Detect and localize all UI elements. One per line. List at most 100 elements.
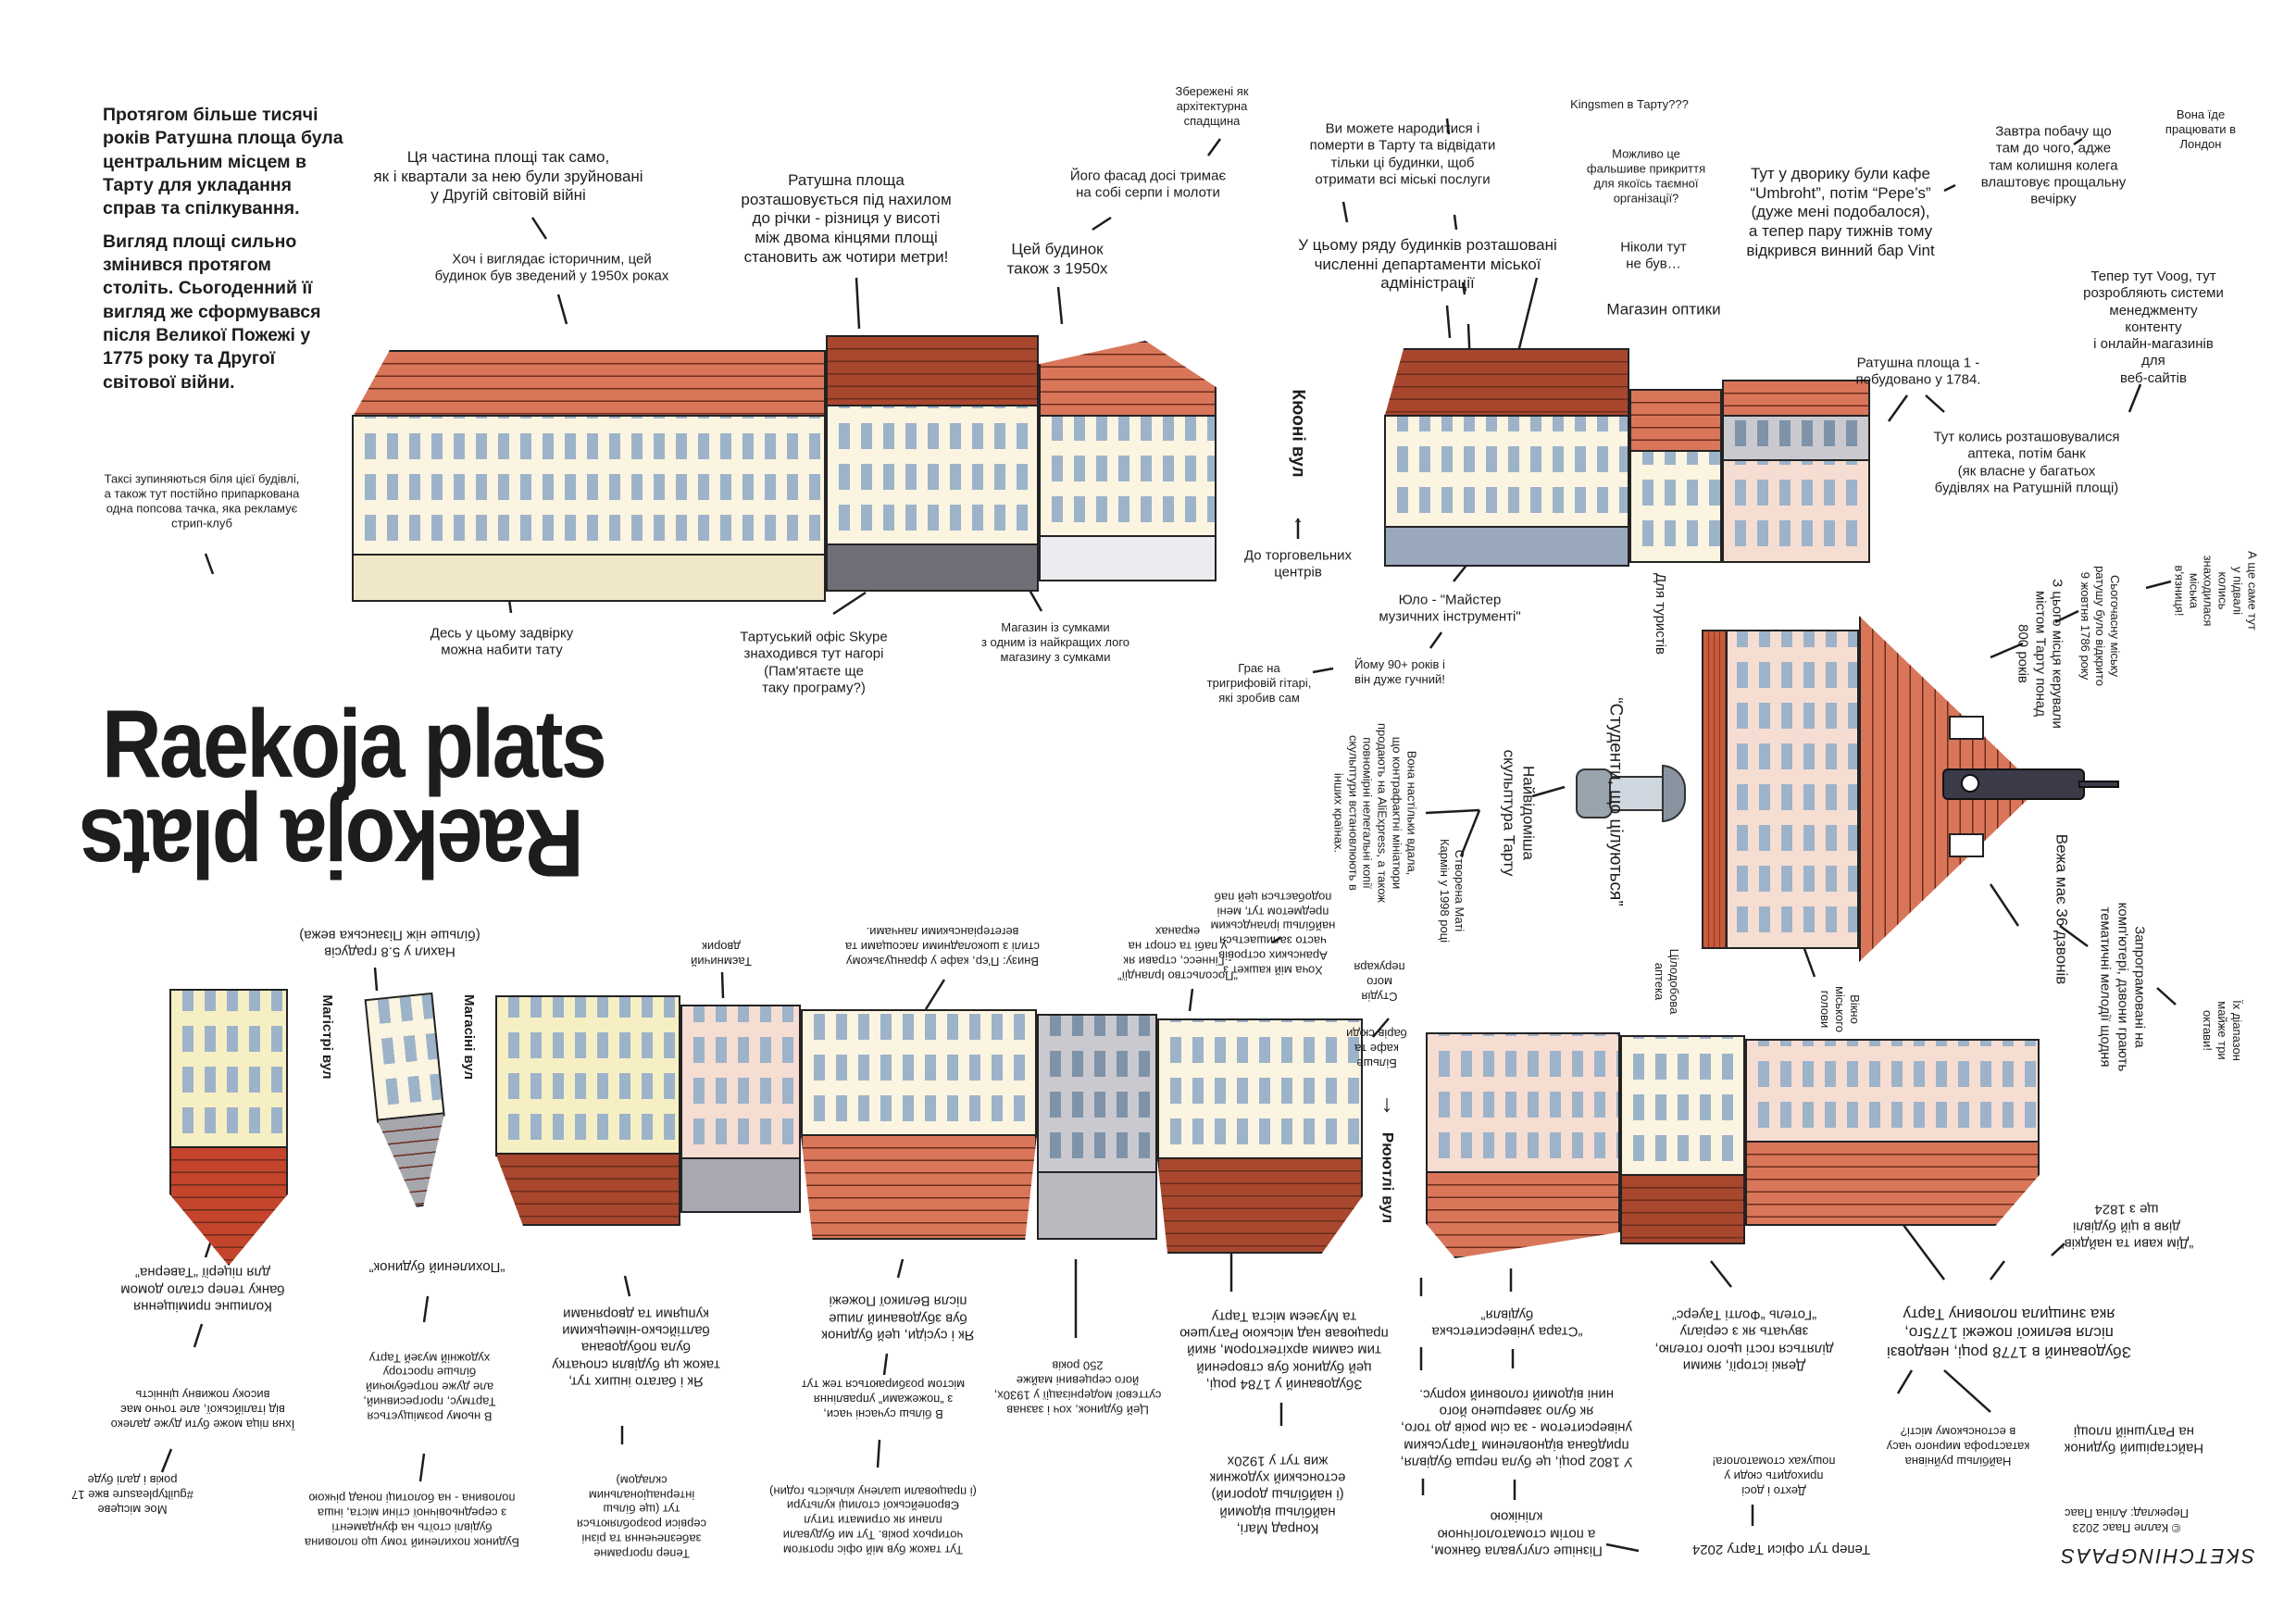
roof bbox=[1384, 348, 1629, 418]
building-1930s-modernised bbox=[1157, 1018, 1363, 1259]
building-secret-courtyard bbox=[680, 1005, 801, 1213]
note-oldest-building: Найстаріший будинок на Ратушній площі bbox=[2064, 1423, 2204, 1456]
statue-pedestal bbox=[1576, 768, 1613, 818]
roof bbox=[1745, 1141, 2040, 1226]
roof bbox=[1426, 1171, 1620, 1258]
note-ruled-800-years: З цього місця керували містом Тарту пона… bbox=[2015, 579, 2065, 729]
roof bbox=[1157, 1157, 1363, 1254]
note-skype-office: Тартуський офіс Skype знаходився тут наг… bbox=[740, 629, 888, 696]
poster-title: Raekoja plats bbox=[102, 691, 607, 798]
note-also-1950s: Цей будинок також з 1950х bbox=[1006, 240, 1108, 277]
credit-translation: Переклад: Аліна Паас bbox=[2065, 1506, 2189, 1520]
note-mayor-window: Вікно міського голови bbox=[1818, 986, 1862, 1032]
note-core-250-years: Цей будинок, хоч і зазнав суттєвої модер… bbox=[993, 1359, 1162, 1418]
tower-spire bbox=[2078, 781, 2119, 788]
note-kissing-students: “Студенти, що цілуються” bbox=[1605, 697, 1626, 906]
roof bbox=[826, 335, 1039, 408]
note-town-hall-opened: Сьогочасну міську ратушу було відкрито 9… bbox=[2078, 566, 2122, 686]
facade bbox=[826, 405, 1039, 547]
building-pierre-and-irish-pub bbox=[801, 1009, 1037, 1245]
arrow-up-icon: ↑ bbox=[1292, 509, 1304, 538]
note-city-services: Ви можете народитися і померти в Тарту т… bbox=[1309, 120, 1496, 188]
building-baltic-german bbox=[495, 995, 680, 1250]
facade bbox=[1039, 415, 1217, 539]
note-konrad-magi: Конрад Магі, найбільш відомий (і найбіль… bbox=[1209, 1453, 1346, 1537]
facade bbox=[680, 1005, 801, 1161]
building-oldest-on-square bbox=[1745, 1039, 2040, 1229]
roof bbox=[680, 1157, 801, 1213]
facade bbox=[1722, 459, 1870, 563]
logo-text: SKETCHINGPAAS bbox=[2059, 1544, 2255, 1568]
street-label-ryutli: Рюютлі вул bbox=[1379, 1131, 1397, 1224]
chimney bbox=[1949, 833, 1984, 857]
facade bbox=[801, 1009, 1037, 1138]
note-courtyard-cafes: Тут у дворику були кафе “Umbroht”, потім… bbox=[1746, 165, 1935, 260]
intro-text: Протягом більше тисячі років Ратушна пло… bbox=[103, 104, 343, 404]
facade bbox=[364, 992, 445, 1123]
note-coffee-house: “Дім кави та найдків” діяв в цій будівлі… bbox=[2059, 1201, 2194, 1252]
facade bbox=[1629, 450, 1722, 563]
roof bbox=[801, 1134, 1037, 1240]
note-destroyed-ww2: Ця частина площі так само, як і квартали… bbox=[373, 147, 643, 205]
note-to-malls: До торговельних центрів bbox=[1243, 547, 1353, 581]
building-raekoja-plats-1 bbox=[1722, 380, 1870, 563]
note-three-octaves: Їх діапазон майже три октави! bbox=[2201, 1000, 2244, 1061]
facade bbox=[1620, 1035, 1745, 1178]
note-programmed-bells: Запрограмовані на комп'ютері, дзвони гра… bbox=[2097, 902, 2148, 1072]
building-hotel bbox=[1620, 1035, 1745, 1257]
note-voog: Тепер тут Voog, тут розробляють системи … bbox=[2083, 268, 2224, 386]
note-university-1802: У 1802 році, це була перша будівля, прид… bbox=[1400, 1386, 1633, 1470]
facade bbox=[1157, 1018, 1363, 1161]
ground-floor bbox=[1384, 526, 1629, 567]
note-my-office: Тут також був мій офіс протягом чотирьох… bbox=[769, 1484, 977, 1557]
note-farewell-party: Завтра побачу що там до чого, адже там к… bbox=[1980, 123, 2127, 207]
note-software: Тепер програмне забезпечення та різні се… bbox=[576, 1473, 707, 1561]
poster-title-mirrored: Raekoja plats bbox=[81, 789, 584, 896]
note-ylo: Юло - "Майстер музичних інструменті" bbox=[1379, 592, 1521, 625]
arrow-down-icon: ↓ bbox=[1380, 1089, 1393, 1118]
building-1950s-block bbox=[352, 333, 826, 604]
note-old-university: “Стара університетська будівля” bbox=[1431, 1306, 1583, 1340]
building-taverna bbox=[169, 989, 288, 1267]
kissing-students-statue-icon bbox=[1609, 776, 1668, 811]
facade bbox=[495, 995, 680, 1156]
note-never-been: Ніколи тут не був… bbox=[1620, 239, 1687, 272]
building-old-university bbox=[1426, 1032, 1620, 1259]
note-city-fires: В більш сучасні часи, з “пожежами” управ… bbox=[801, 1378, 966, 1421]
town-hall-side-wing bbox=[1702, 630, 1728, 949]
note-1950s-building: Хоч і виглядає історичним, цей будинок б… bbox=[434, 251, 669, 284]
note-raekoja-plats-1: Ратушна площа 1 - побудовано у 1784. bbox=[1855, 355, 1981, 388]
street-label-magasini: Магасіні вул bbox=[461, 993, 478, 1081]
facade bbox=[1745, 1039, 2040, 1144]
note-more-cafes: Більше кафе та барів сюди bbox=[1346, 1027, 1407, 1070]
note-most-famous-sculpture: Найвідоміша скульптура Тарту bbox=[1501, 749, 1538, 877]
building-skype-office bbox=[826, 326, 1039, 596]
note-taxi: Таксі зупиняються біля цієї будівлі, а т… bbox=[104, 471, 300, 530]
note-aran-cap: Хоча мій кашкет з Аранських островів час… bbox=[1210, 890, 1336, 978]
note-leaning-reason: Будинок похилений тому що половина будів… bbox=[304, 1492, 520, 1550]
note-sickles-hammers: Його фасад досі тримає на собі серпи і м… bbox=[1069, 168, 1227, 201]
roof bbox=[1629, 389, 1722, 454]
facade bbox=[1426, 1032, 1620, 1175]
roof bbox=[1039, 341, 1217, 418]
note-tattoo: Десь у цьому задвірку можна набити тату bbox=[430, 625, 574, 658]
mansard bbox=[1722, 415, 1870, 463]
note-optics-shop: Магазин оптики bbox=[1606, 300, 1721, 319]
roof bbox=[169, 1146, 288, 1266]
town-hall bbox=[1702, 630, 1859, 949]
intro-paragraph-1: Протягом більше тисячі років Ратушна пло… bbox=[103, 105, 343, 219]
ground-floor bbox=[1037, 1171, 1157, 1240]
note-secret-organisation: Можливо це фальшиве прикриття для якоїсь… bbox=[1586, 146, 1706, 205]
note-taverna: Колишнє приміщення банку тепер стало дом… bbox=[120, 1264, 285, 1315]
note-created-1998: Створена Маті Кармін у 1998 році bbox=[1438, 838, 1466, 943]
intro-paragraph-2: Вигляд площі сильно змінився протягом ст… bbox=[103, 231, 321, 393]
note-kingsmen: Kingsmen в Тарту??? bbox=[1570, 97, 1689, 112]
roof bbox=[377, 1112, 455, 1210]
note-age-90: Йому 90+ років і він дуже гучний! bbox=[1354, 657, 1445, 686]
roof bbox=[352, 350, 826, 418]
note-guilty-pleasure: Моє місцеве #guiltypleasure вже 17 років… bbox=[71, 1473, 193, 1517]
note-built-1784: Збудований у 1784 році, цей будинок був … bbox=[1179, 1308, 1389, 1393]
